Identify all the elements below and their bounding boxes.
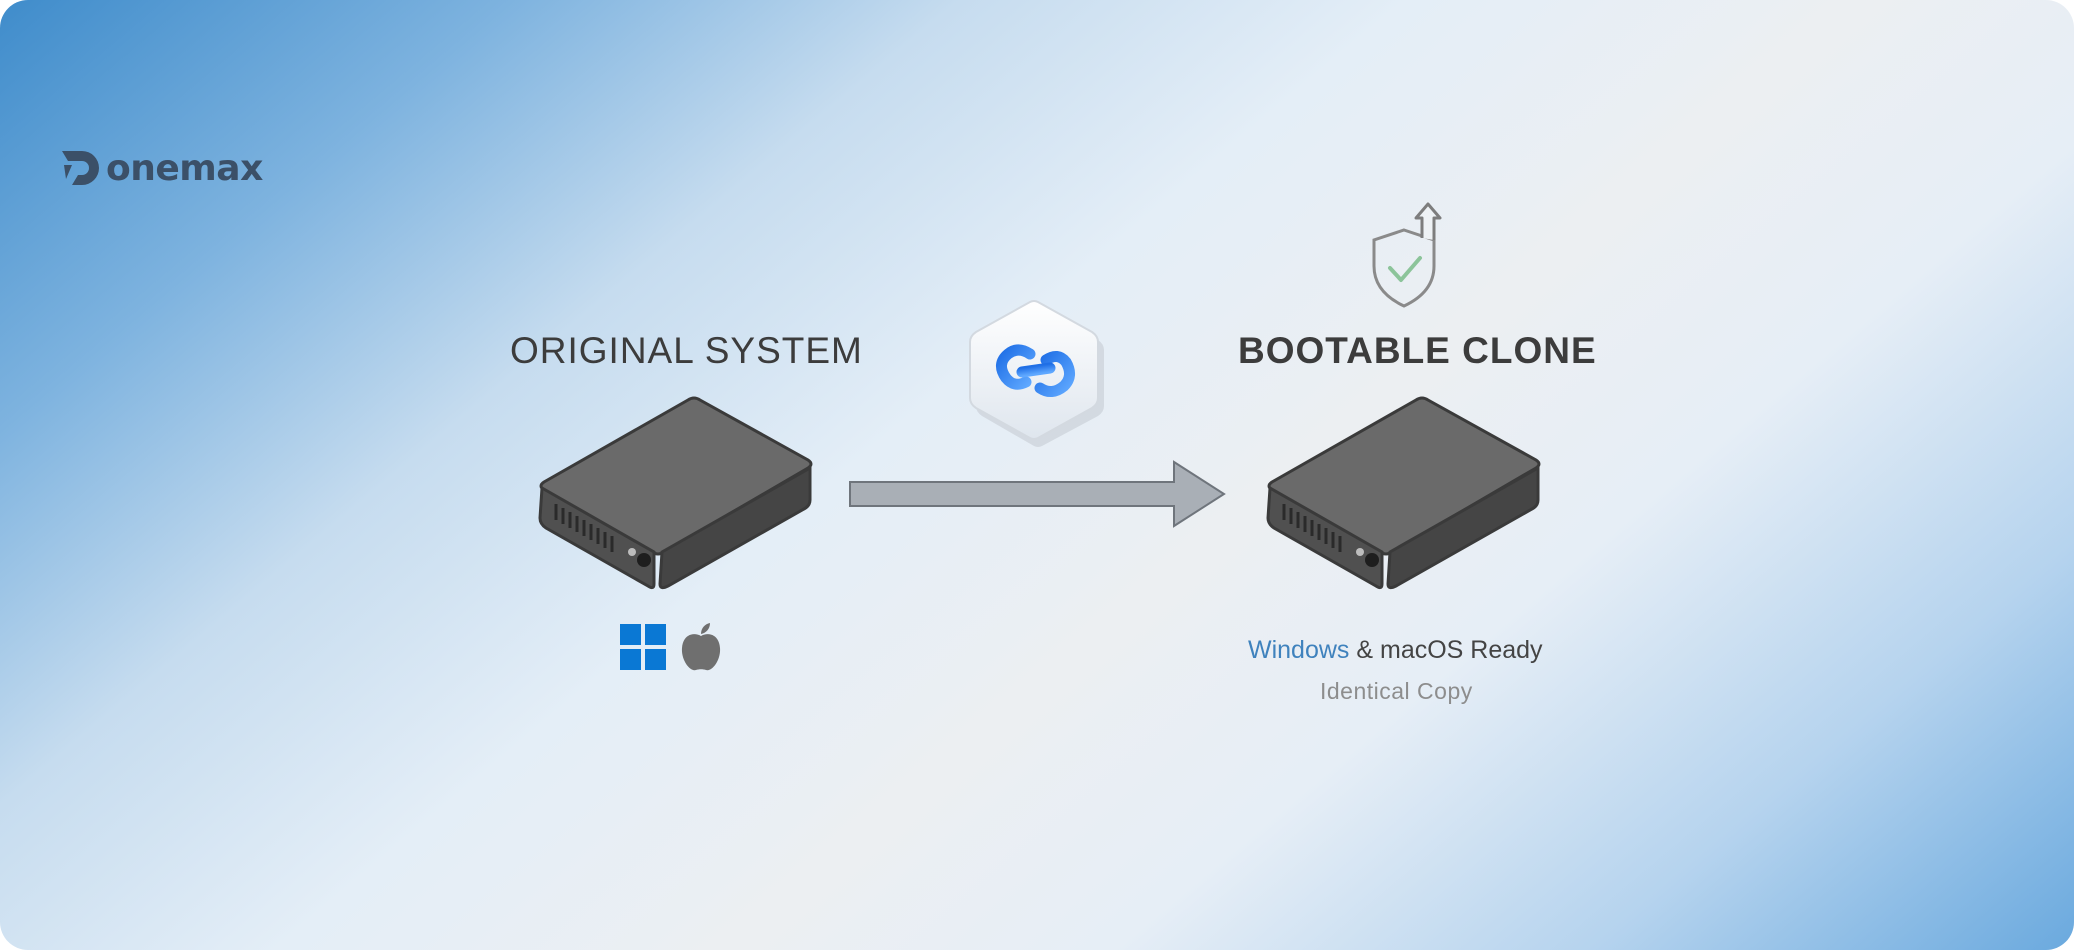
- source-title: ORIGINAL SYSTEM: [510, 330, 863, 371]
- arrow-right-icon: [849, 460, 1226, 528]
- brand-name: onemax: [106, 147, 263, 189]
- donemax-logo-icon: [62, 151, 99, 185]
- target-title: BOOTABLE CLONE: [1238, 330, 1597, 371]
- compatibility-text: Windows & macOS Ready: [1248, 636, 1543, 665]
- macos-ready-label: & macOS Ready: [1349, 636, 1543, 664]
- identical-copy-label: Identical Copy: [1320, 678, 1473, 704]
- os-icons: [620, 622, 722, 672]
- windows-icon: [620, 624, 666, 670]
- brand-logo: onemax: [58, 140, 263, 196]
- infinity-link-icon: [969, 300, 1104, 447]
- apple-icon: [681, 623, 721, 671]
- source-drive-icon: [538, 396, 813, 590]
- windows-label: Windows: [1248, 636, 1350, 664]
- target-drive-icon: [1266, 396, 1541, 590]
- shield-check-icon: [1372, 202, 1442, 308]
